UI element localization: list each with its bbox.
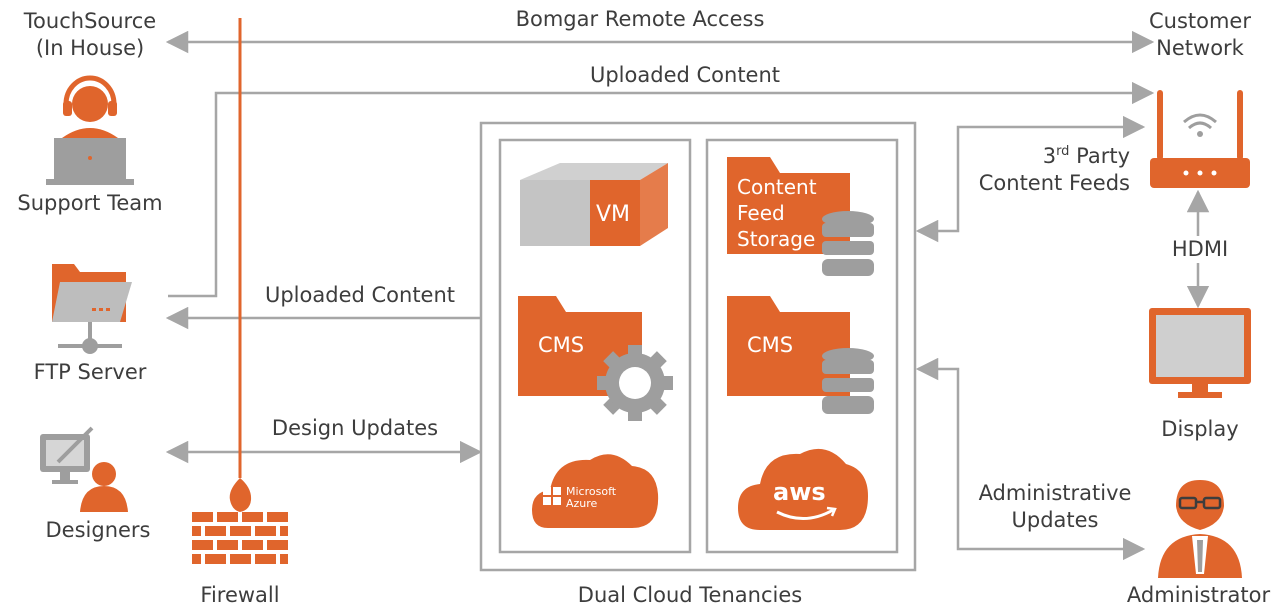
feed-storage-line1: Content: [737, 175, 817, 199]
azure-line1: Microsoft: [566, 485, 617, 498]
touchsource-label: TouchSource (In House): [0, 8, 180, 62]
hdmi-label: HDMI: [1160, 236, 1240, 263]
support-team-label: Support Team: [17, 191, 163, 215]
uploaded-content-top-arrow: [168, 81, 1155, 298]
administrator-label: Administrator: [1126, 583, 1271, 607]
feed-storage-line2: Feed: [737, 201, 785, 225]
feed-storage-folder-db-icon: [727, 157, 874, 276]
uploaded-content-top-label: Uploaded Content: [589, 63, 781, 87]
touchsource-line2: (In House): [35, 36, 145, 60]
bomgar-label: Bomgar Remote Access: [515, 7, 765, 31]
firewall-label: Firewall: [200, 583, 280, 607]
azure-line2: Azure: [566, 497, 598, 510]
azure-label: Microsoft Azure: [566, 486, 616, 510]
cms-folder-gear-icon: [518, 296, 673, 421]
third-party-line1: 3rd Party: [1042, 144, 1130, 168]
touchsource-line1: TouchSource: [23, 9, 157, 33]
admin-updates-line2: Updates: [1011, 508, 1099, 532]
admin-updates-line1: Administrative: [978, 481, 1132, 505]
vm-cube-icon: [520, 163, 668, 246]
ftp-server-label: FTP Server: [33, 360, 147, 384]
third-party-label: 3rd Party Content Feeds: [960, 143, 1130, 197]
admin-updates-label: Administrative Updates: [960, 480, 1150, 534]
third-party-line2: Content Feeds: [978, 171, 1130, 195]
display-label: Display: [1161, 417, 1239, 441]
aws-label: aws: [773, 478, 826, 506]
uploaded-content-mid-label: Uploaded Content: [264, 283, 456, 307]
azure-cloud-icon: [532, 454, 659, 528]
designer-monitor-icon: [40, 426, 128, 512]
design-updates-label: Design Updates: [271, 416, 439, 440]
customer-network-line1: Customer: [1148, 9, 1251, 33]
cloud-tenancies-box: [479, 121, 917, 572]
customer-network-label: Customer Network: [1130, 8, 1270, 62]
tenancy-azure-box: [498, 138, 692, 554]
tenancy-aws-box: [705, 138, 899, 554]
dual-cloud-label: Dual Cloud Tenancies: [577, 583, 803, 607]
monitor-icon: [1149, 308, 1251, 398]
third-party-feeds-arrow: [915, 115, 1146, 243]
customer-network-line2: Network: [1156, 36, 1244, 60]
cms-folder-db-icon: [727, 296, 874, 414]
aws-cloud-icon: [738, 448, 868, 530]
feed-storage-label: Content Feed Storage: [737, 174, 817, 252]
admin-user-icon: [1158, 480, 1242, 578]
headset-user-laptop-icon: [46, 75, 134, 185]
vm-label: VM: [596, 202, 631, 227]
feed-storage-line3: Storage: [737, 227, 816, 251]
designers-label: Designers: [45, 518, 151, 542]
cms-right-label: CMS: [747, 333, 794, 357]
firewall-icon: [192, 478, 288, 564]
cms-left-label: CMS: [538, 333, 585, 357]
administrative-updates-arrow: [915, 357, 1146, 561]
network-folder-icon: [52, 264, 132, 354]
wifi-router-icon: [1150, 90, 1250, 188]
